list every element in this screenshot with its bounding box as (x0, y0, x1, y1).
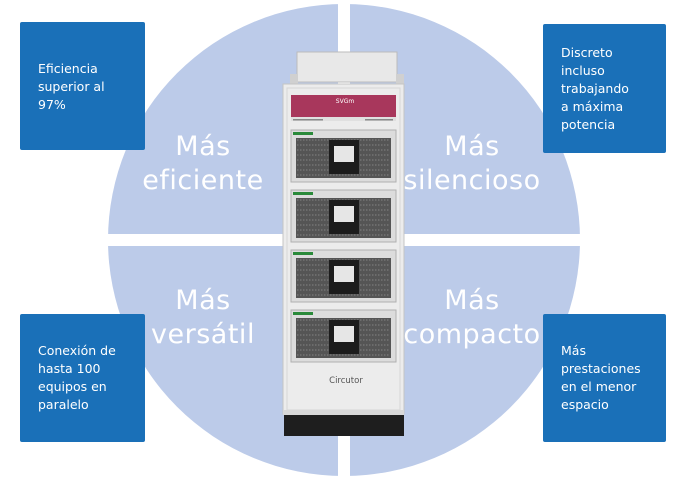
feature-box-text: Más prestaciones en el menor espacio (561, 343, 641, 412)
module-status-strip (293, 312, 313, 315)
feature-box-parallel: Conexión de hasta 100 equipos en paralel… (20, 314, 145, 442)
feature-box-text: Eficiencia superior al 97% (38, 61, 105, 112)
feature-box-silence: Discreto incluso trabajando a máxima pot… (543, 24, 666, 153)
quadrant-label-line1: Más (175, 131, 231, 162)
feature-box-text: Discreto incluso trabajando a máxima pot… (561, 44, 629, 132)
cabinet-base (284, 414, 404, 436)
quadrant-label-line1: Más (175, 285, 231, 316)
module-display-screen (334, 206, 354, 222)
module-status-strip (293, 132, 313, 135)
module-display-screen (334, 146, 354, 162)
feature-box-text: Conexión de hasta 100 equipos en paralel… (38, 343, 116, 412)
quadrant-label-compact: Más compacto (393, 284, 551, 352)
quadrant-label-line1: Más (444, 285, 500, 316)
svg-cabinet-image (282, 51, 405, 436)
quadrant-label-line2: eficiente (142, 165, 264, 196)
quadrant-label-silent: Más silencioso (393, 130, 551, 198)
module-status-strip (293, 192, 313, 195)
power-module (290, 129, 397, 183)
cabinet-brand-logo: Circutor (329, 376, 363, 386)
power-module (290, 189, 397, 243)
module-status-strip (293, 252, 313, 255)
cabinet-header-panel (291, 95, 396, 117)
quadrant-label-line2: silencioso (403, 165, 541, 196)
feature-box-compact: Más prestaciones en el menor espacio (543, 314, 666, 442)
cabinet-top-bracket (296, 51, 398, 83)
feature-box-efficiency: Eficiencia superior al 97% (20, 22, 145, 150)
quadrant-label-line1: Más (444, 131, 500, 162)
module-display-screen (334, 326, 354, 342)
quadrant-label-line2: compacto (403, 319, 541, 350)
quadrant-label-versatile: Más versátil (128, 284, 278, 352)
power-modules (290, 129, 397, 363)
quadrant-label-line2: versátil (151, 319, 255, 350)
module-display-screen (334, 266, 354, 282)
cabinet-model-label: SVGm (335, 98, 355, 105)
quadrant-label-efficient: Más eficiente (128, 130, 278, 198)
power-module (290, 309, 397, 363)
power-module (290, 249, 397, 303)
